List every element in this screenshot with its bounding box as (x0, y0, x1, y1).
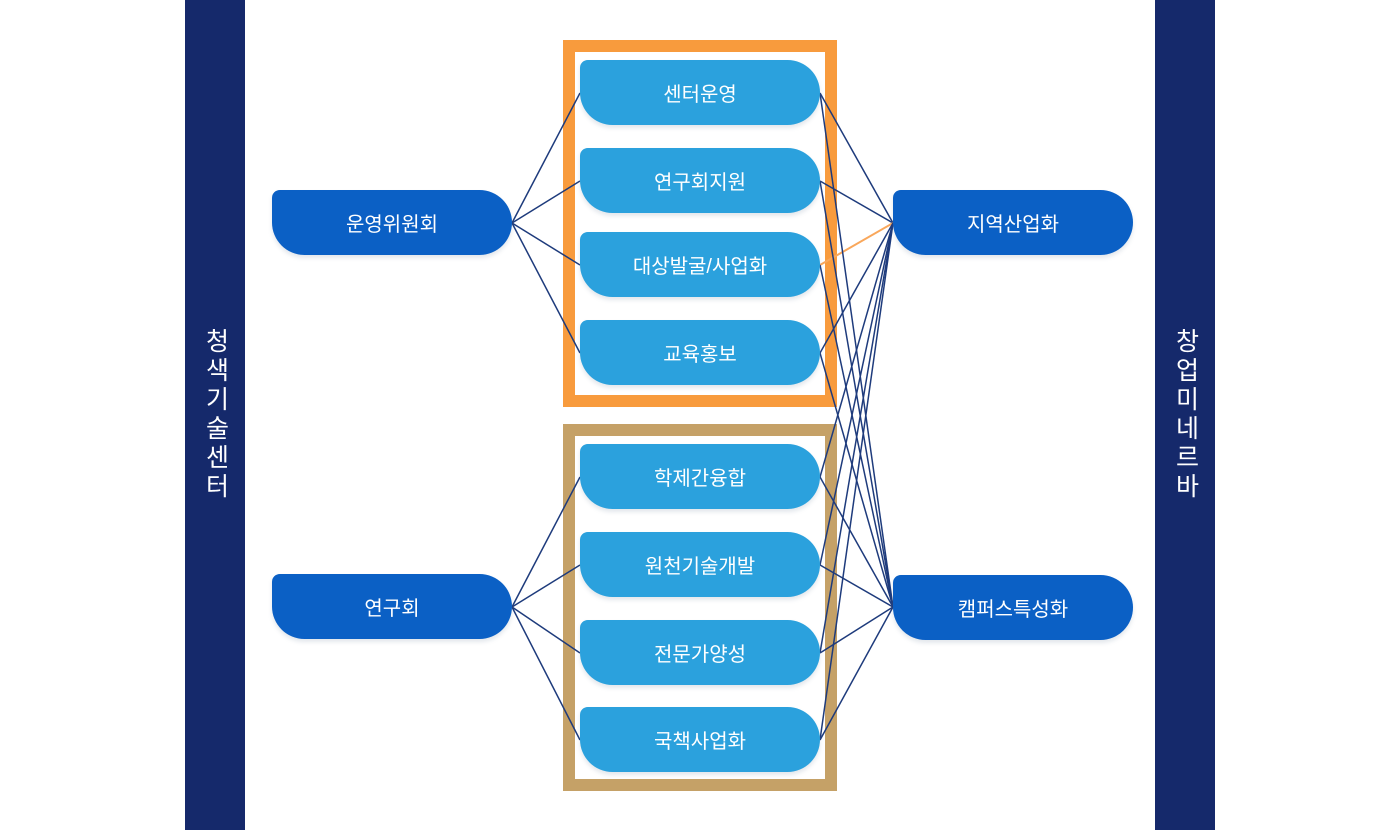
edge-interdisciplinary-to-campus (819, 476, 894, 608)
node-label: 캠퍼스특성화 (957, 599, 1069, 621)
node-label: 연구회 (364, 598, 420, 620)
node-regional-industrialization: 지역산업화 (893, 190, 1133, 255)
edge-society_support-to-regional (819, 180, 894, 224)
edge-research-to-core_tech (511, 564, 581, 608)
node-target-discovery-commercialization: 대상발굴/사업화 (580, 232, 820, 297)
edge-education-to-regional (819, 222, 894, 354)
node-label: 센터운영 (663, 84, 737, 106)
operations-group-frame (563, 40, 837, 407)
node-label: 연구회지원 (654, 172, 746, 194)
left-sidebar-label: 청색기술센터 (201, 328, 230, 502)
edge-center_ops-to-regional (819, 92, 894, 224)
edge-core_tech-to-campus (819, 564, 894, 608)
edge-experts-to-campus (819, 606, 894, 654)
node-center-operation: 센터운영 (580, 60, 820, 125)
edge-committee-to-education (511, 222, 581, 354)
edge-committee-to-discovery (511, 222, 581, 266)
research-group-frame (563, 424, 837, 791)
node-research-society: 연구회 (272, 574, 512, 639)
node-campus-specialization: 캠퍼스특성화 (893, 575, 1133, 640)
right-sidebar-label: 창업미네르바 (1171, 328, 1200, 502)
edge-discovery-to-campus (819, 264, 894, 608)
node-label: 원천기술개발 (644, 556, 756, 578)
edge-research-to-experts (511, 606, 581, 654)
edge-national-to-campus (819, 606, 894, 741)
edge-research-to-interdisciplinary (511, 476, 581, 608)
edge-committee-to-center_ops (511, 92, 581, 224)
edge-discovery-to-regional (819, 222, 894, 266)
left-sidebar: 청색기술센터 (185, 0, 245, 830)
edge-education-to-campus (819, 352, 894, 608)
node-label: 학제간융합 (654, 468, 746, 490)
node-label: 전문가양성 (654, 644, 746, 666)
node-education-promotion: 교육홍보 (580, 320, 820, 385)
node-society-support: 연구회지원 (580, 148, 820, 213)
node-interdisciplinary-convergence: 학제간융합 (580, 444, 820, 509)
node-core-technology-development: 원천기술개발 (580, 532, 820, 597)
edge-committee-to-society_support (511, 180, 581, 224)
node-label: 교육홍보 (663, 344, 737, 366)
edge-society_support-to-campus (819, 180, 894, 608)
node-label: 국책사업화 (654, 731, 746, 753)
node-expert-training: 전문가양성 (580, 620, 820, 685)
node-national-project-commercialization: 국책사업화 (580, 707, 820, 772)
node-label: 대상발굴/사업화 (632, 256, 768, 278)
edge-center_ops-to-campus (819, 92, 894, 608)
node-steering-committee: 운영위원회 (272, 190, 512, 255)
node-label: 운영위원회 (346, 214, 438, 236)
node-label: 지역산업화 (967, 214, 1059, 236)
edge-research-to-national (511, 606, 581, 741)
right-sidebar: 창업미네르바 (1155, 0, 1215, 830)
